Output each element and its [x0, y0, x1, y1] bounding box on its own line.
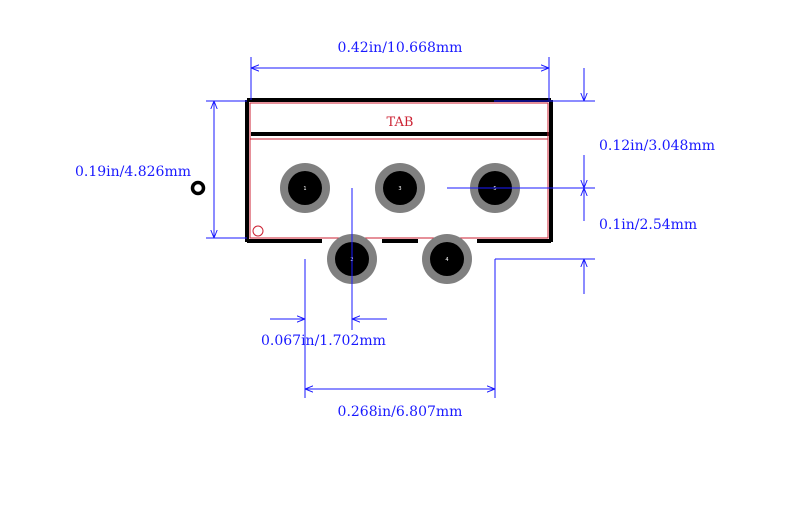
pad-4: 4	[422, 234, 472, 284]
body-outline	[245, 98, 553, 243]
pad-1: 1	[280, 163, 330, 213]
silkscreen-outline	[249, 102, 549, 239]
pin1-marker-circle	[252, 225, 264, 237]
dimension-lead-span-label: 0.268in/6.807mm	[338, 404, 463, 420]
dimension-tab-offset-label: 0.12in/3.048mm	[599, 138, 715, 154]
pad-5-number: 5	[493, 186, 496, 192]
dimension-lines	[206, 57, 595, 398]
dimension-overall-width-label: 0.42in/10.668mm	[338, 40, 463, 56]
dimension-pad-spacing-label: 0.067in/1.702mm	[261, 333, 386, 349]
origin-marker	[190, 180, 206, 196]
tab-label: TAB	[387, 115, 414, 130]
dimension-overall-height-label: 0.19in/4.826mm	[75, 164, 191, 180]
dimension-row-pitch-label: 0.1in/2.54mm	[599, 217, 697, 233]
pad-1-number: 1	[303, 186, 306, 192]
pad-3: 3	[375, 163, 425, 213]
pad-3-number: 3	[398, 186, 401, 192]
pad-4-number: 4	[445, 257, 448, 263]
